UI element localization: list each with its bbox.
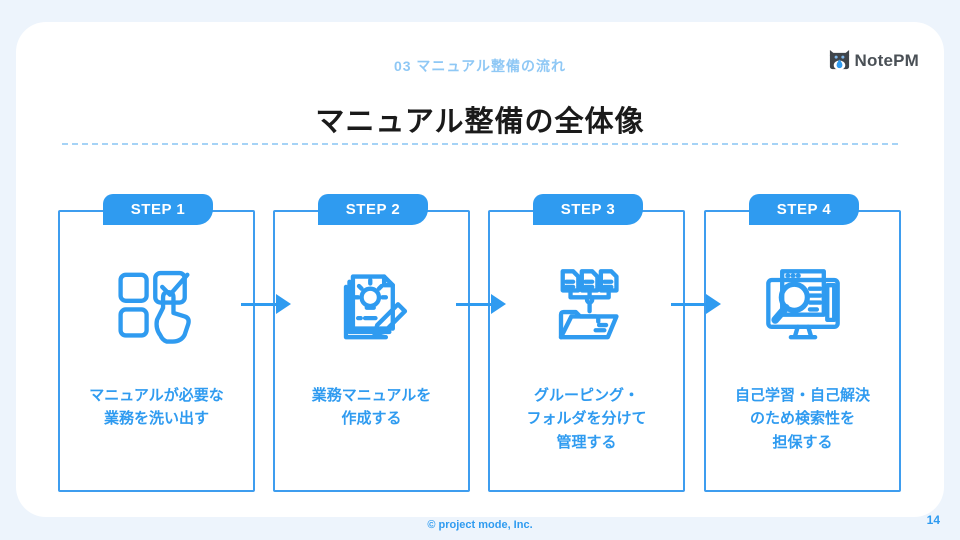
step-4-tab: STEP 4 — [749, 194, 859, 225]
step-1-tab: STEP 1 — [103, 194, 213, 225]
folder-grouping-icon — [490, 254, 683, 358]
slide-card: 03 マニュアル整備の流れ NotePM マニュアル整備の全体像 STEP 1 — [16, 22, 944, 517]
step-box-2: STEP 2 業務マニュアルを 作成する — [273, 194, 470, 492]
section-kicker: 03 マニュアル整備の流れ — [393, 58, 567, 74]
arrow-step2-to-step3 — [456, 294, 506, 314]
copyright-footer: © project mode, Inc. — [427, 519, 533, 531]
step-2-caption: 業務マニュアルを 作成する — [311, 387, 432, 428]
arrow-line — [241, 302, 279, 306]
arrow-step3-to-step4 — [671, 294, 721, 314]
step-3-tab: STEP 3 — [533, 194, 643, 225]
step-2-tab: STEP 2 — [318, 194, 428, 225]
owl-icon — [829, 49, 849, 71]
step-box-4: STEP 4 自己学習・自己解決 のため検索性を 担保する — [704, 194, 901, 492]
arrow-line — [456, 302, 494, 306]
notepm-logo: NotePM — [828, 49, 919, 72]
step-box-3: STEP 3 グルーピング・ フォルダを分けて 管理する — [488, 194, 685, 492]
search-monitor-icon — [706, 254, 899, 358]
step-4-caption: 自己学習・自己解決 のため検索性を 担保する — [734, 387, 870, 451]
step-3-caption: グルーピング・ フォルダを分けて 管理する — [526, 387, 647, 451]
arrow-step1-to-step2 — [241, 294, 291, 314]
step-1-caption: マニュアルが必要な 業務を洗い出す — [89, 387, 224, 428]
checkbox-select-icon — [60, 254, 253, 358]
page-number: 14 — [926, 513, 940, 527]
arrow-head-icon — [706, 294, 721, 314]
arrow-head-icon — [491, 294, 506, 314]
page-title: マニュアル整備の全体像 — [315, 106, 645, 138]
arrow-line — [671, 302, 709, 306]
logo-text: NotePM — [854, 50, 919, 70]
step-box-1: STEP 1 マニュアルが必要な 業務を洗い出す — [58, 194, 255, 492]
arrow-head-icon — [276, 294, 291, 314]
document-idea-pencil-icon — [275, 254, 468, 358]
dashed-divider — [62, 143, 898, 145]
